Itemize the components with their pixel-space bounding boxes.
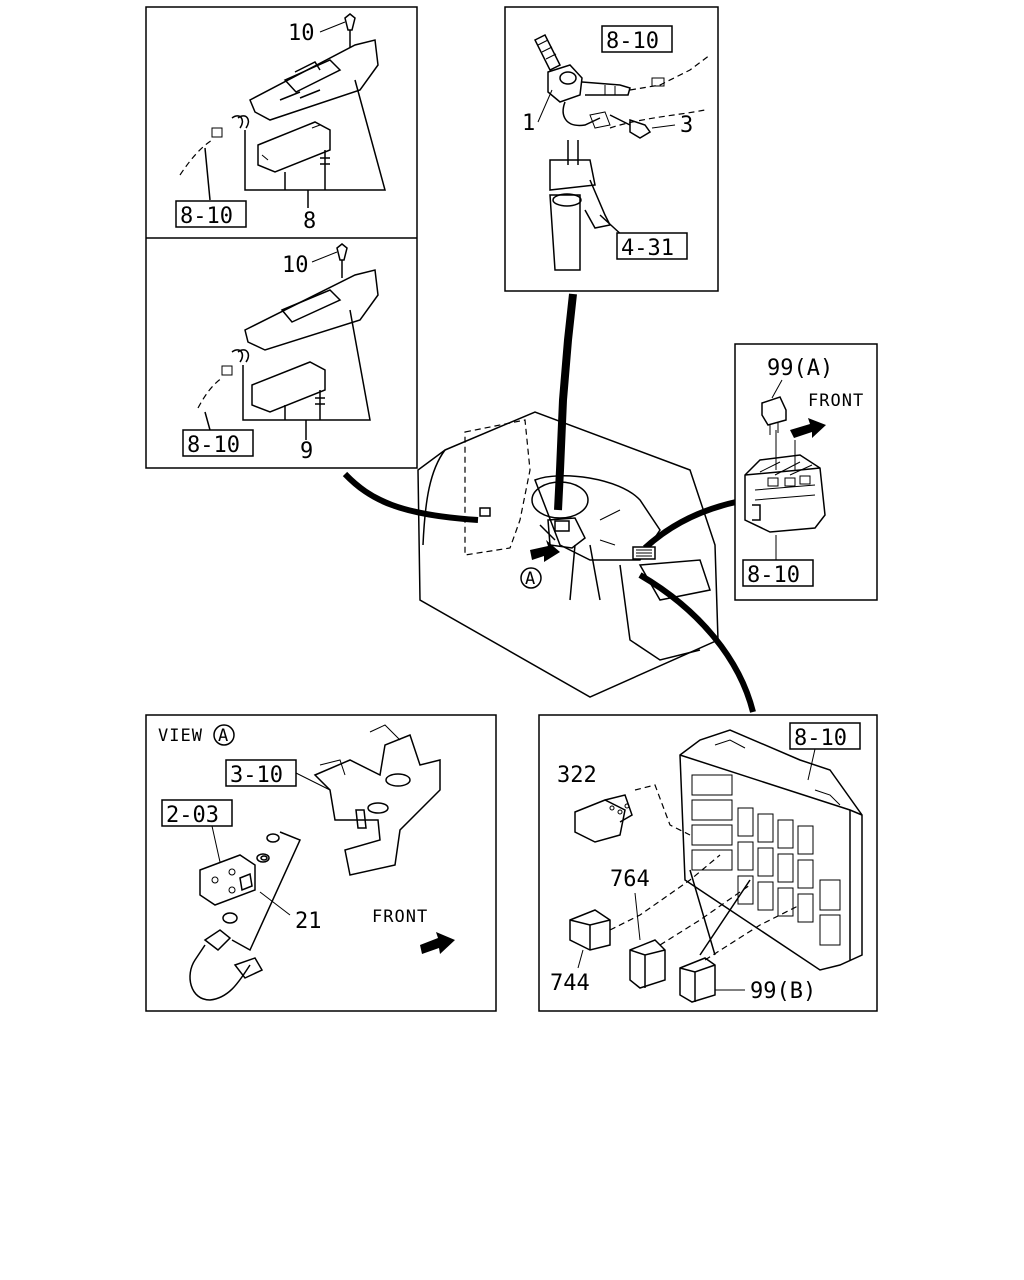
panel-column-switch: 1 3 8-10 4-31 [504, 6, 719, 292]
part-label-322: 322 [557, 763, 597, 788]
vehicle-interior [417, 411, 719, 698]
arrow-circle-a [520, 567, 542, 589]
part-label-1: 1 [522, 111, 535, 136]
part-label-10a: 10 [288, 21, 315, 46]
part-label-10b: 10 [282, 253, 309, 278]
panel-view-a: VIEW A 3-10 2-03 21 FRONT [145, 714, 497, 1012]
leader-curve-left [342, 471, 479, 523]
part-label-21: 21 [295, 909, 322, 934]
ref-4-31: 4-31 [621, 236, 674, 261]
leader-curve-right [642, 499, 737, 551]
ref-8-10-e: 8-10 [794, 726, 847, 751]
part-label-744: 744 [550, 971, 590, 996]
ref-8-10-b: 8-10 [187, 433, 240, 458]
part-label-8: 8 [303, 209, 316, 234]
part-label-99a: 99(A) [767, 356, 833, 381]
ref-8-10-c: 8-10 [606, 29, 659, 54]
panel-window-switch: 10 8 8-10 10 9 8-10 [145, 6, 418, 469]
fuse-block-slots [691, 774, 841, 946]
ref-3-10: 3-10 [230, 763, 283, 788]
view-a-circle [213, 724, 235, 746]
front-arrow-top [790, 418, 826, 438]
front-arrow-bottom [420, 932, 455, 954]
view-a-letter: A [218, 726, 229, 746]
view-a-label: VIEW [158, 726, 203, 746]
ref-8-10-d: 8-10 [747, 563, 800, 588]
ref-2-03: 2-03 [166, 803, 219, 828]
leader-curve-bottom [638, 572, 756, 713]
part-label-9: 9 [300, 439, 313, 464]
front-label-bottom: FRONT [372, 907, 428, 927]
front-label-top: FRONT [808, 391, 864, 411]
part-label-3: 3 [680, 113, 693, 138]
part-label-99b: 99(B) [750, 979, 816, 1004]
leader-curve-top [554, 293, 577, 511]
panel-fuse-block: 8-10 [538, 714, 878, 1012]
view-a-arrow [530, 540, 560, 562]
panel-relay-box: 99(A) FRONT 8-10 [734, 343, 878, 601]
arrow-letter: A [525, 569, 536, 589]
ref-8-10-a: 8-10 [180, 204, 233, 229]
part-label-764: 764 [610, 867, 650, 892]
